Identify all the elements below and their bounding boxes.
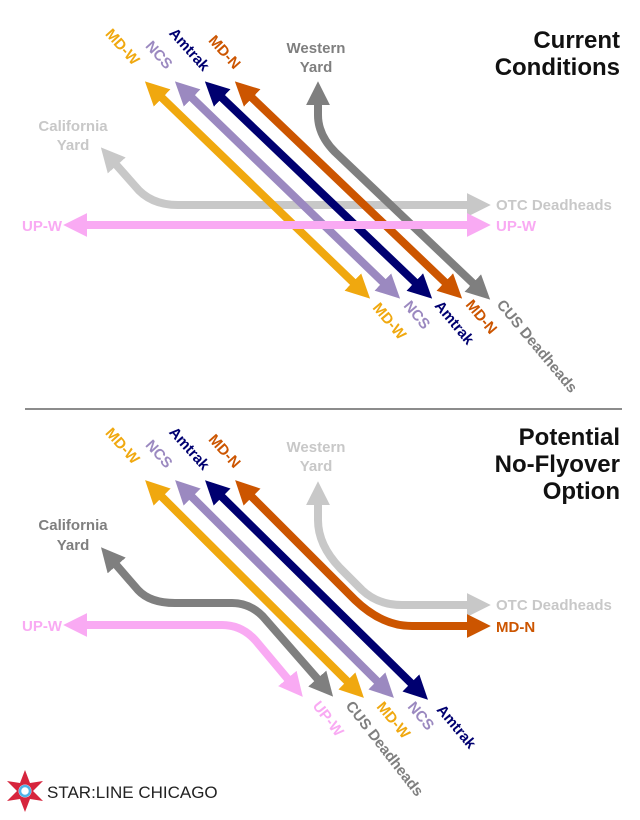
route-md-n: [234, 81, 463, 299]
route-md-w: [145, 480, 364, 698]
label-md-n: MD-N: [205, 32, 244, 72]
label-up-w: UP-W: [309, 698, 348, 741]
label-western-yard: Yard: [300, 59, 333, 76]
panel-title: Current: [533, 27, 620, 54]
label-otc-deadheads: OTC Deadheads: [496, 197, 612, 214]
route-md-w: [144, 81, 371, 299]
label-amtrak: Amtrak: [165, 25, 213, 75]
route-ncs: [175, 480, 394, 698]
label-california-yard: Yard: [57, 137, 90, 154]
label-up-w: UP-W: [496, 218, 537, 235]
label-up-w: UP-W: [22, 618, 63, 635]
label-md-n: MD-N: [205, 431, 244, 471]
label-up-w: UP-W: [22, 218, 63, 235]
label-md-w: MD-W: [102, 425, 144, 469]
potential-option-panel: Potential No-Flyover Option MD-W NCS Amt…: [22, 424, 620, 800]
label-cus-deadheads: CUS Deadheads: [493, 297, 581, 397]
label-california-yard: Yard: [57, 537, 90, 554]
panel-title: No-Flyover: [495, 451, 620, 478]
label-western-yard: Yard: [300, 458, 333, 475]
label-amtrak: Amtrak: [433, 702, 480, 753]
panel-title: Potential: [519, 424, 620, 451]
label-md-w: MD-W: [102, 26, 144, 70]
route-amtrak: [205, 480, 428, 700]
label-md-n: MD-N: [496, 619, 535, 636]
label-california-yard: California: [38, 517, 108, 534]
panel-title: Conditions: [495, 54, 620, 81]
label-amtrak: Amtrak: [165, 424, 213, 474]
route-up-w: [63, 613, 303, 697]
route-ncs: [174, 81, 401, 299]
label-western-yard: Western: [287, 439, 346, 456]
label-ncs: NCS: [142, 38, 176, 73]
logo-text: STAR:LINE CHICAGO: [47, 783, 218, 802]
label-ncs: NCS: [142, 437, 176, 472]
label-western-yard: Western: [287, 40, 346, 57]
route-western-cus: [306, 81, 491, 300]
current-conditions-panel: Current Conditions MD-W NCS Amtrak MD-N …: [22, 25, 620, 396]
panel-title: Option: [543, 478, 620, 505]
label-california-yard: California: [38, 118, 108, 135]
label-otc-deadheads: OTC Deadheads: [496, 597, 612, 614]
starline-logo: STAR:LINE CHICAGO: [7, 770, 218, 812]
star-icon: [7, 770, 43, 812]
